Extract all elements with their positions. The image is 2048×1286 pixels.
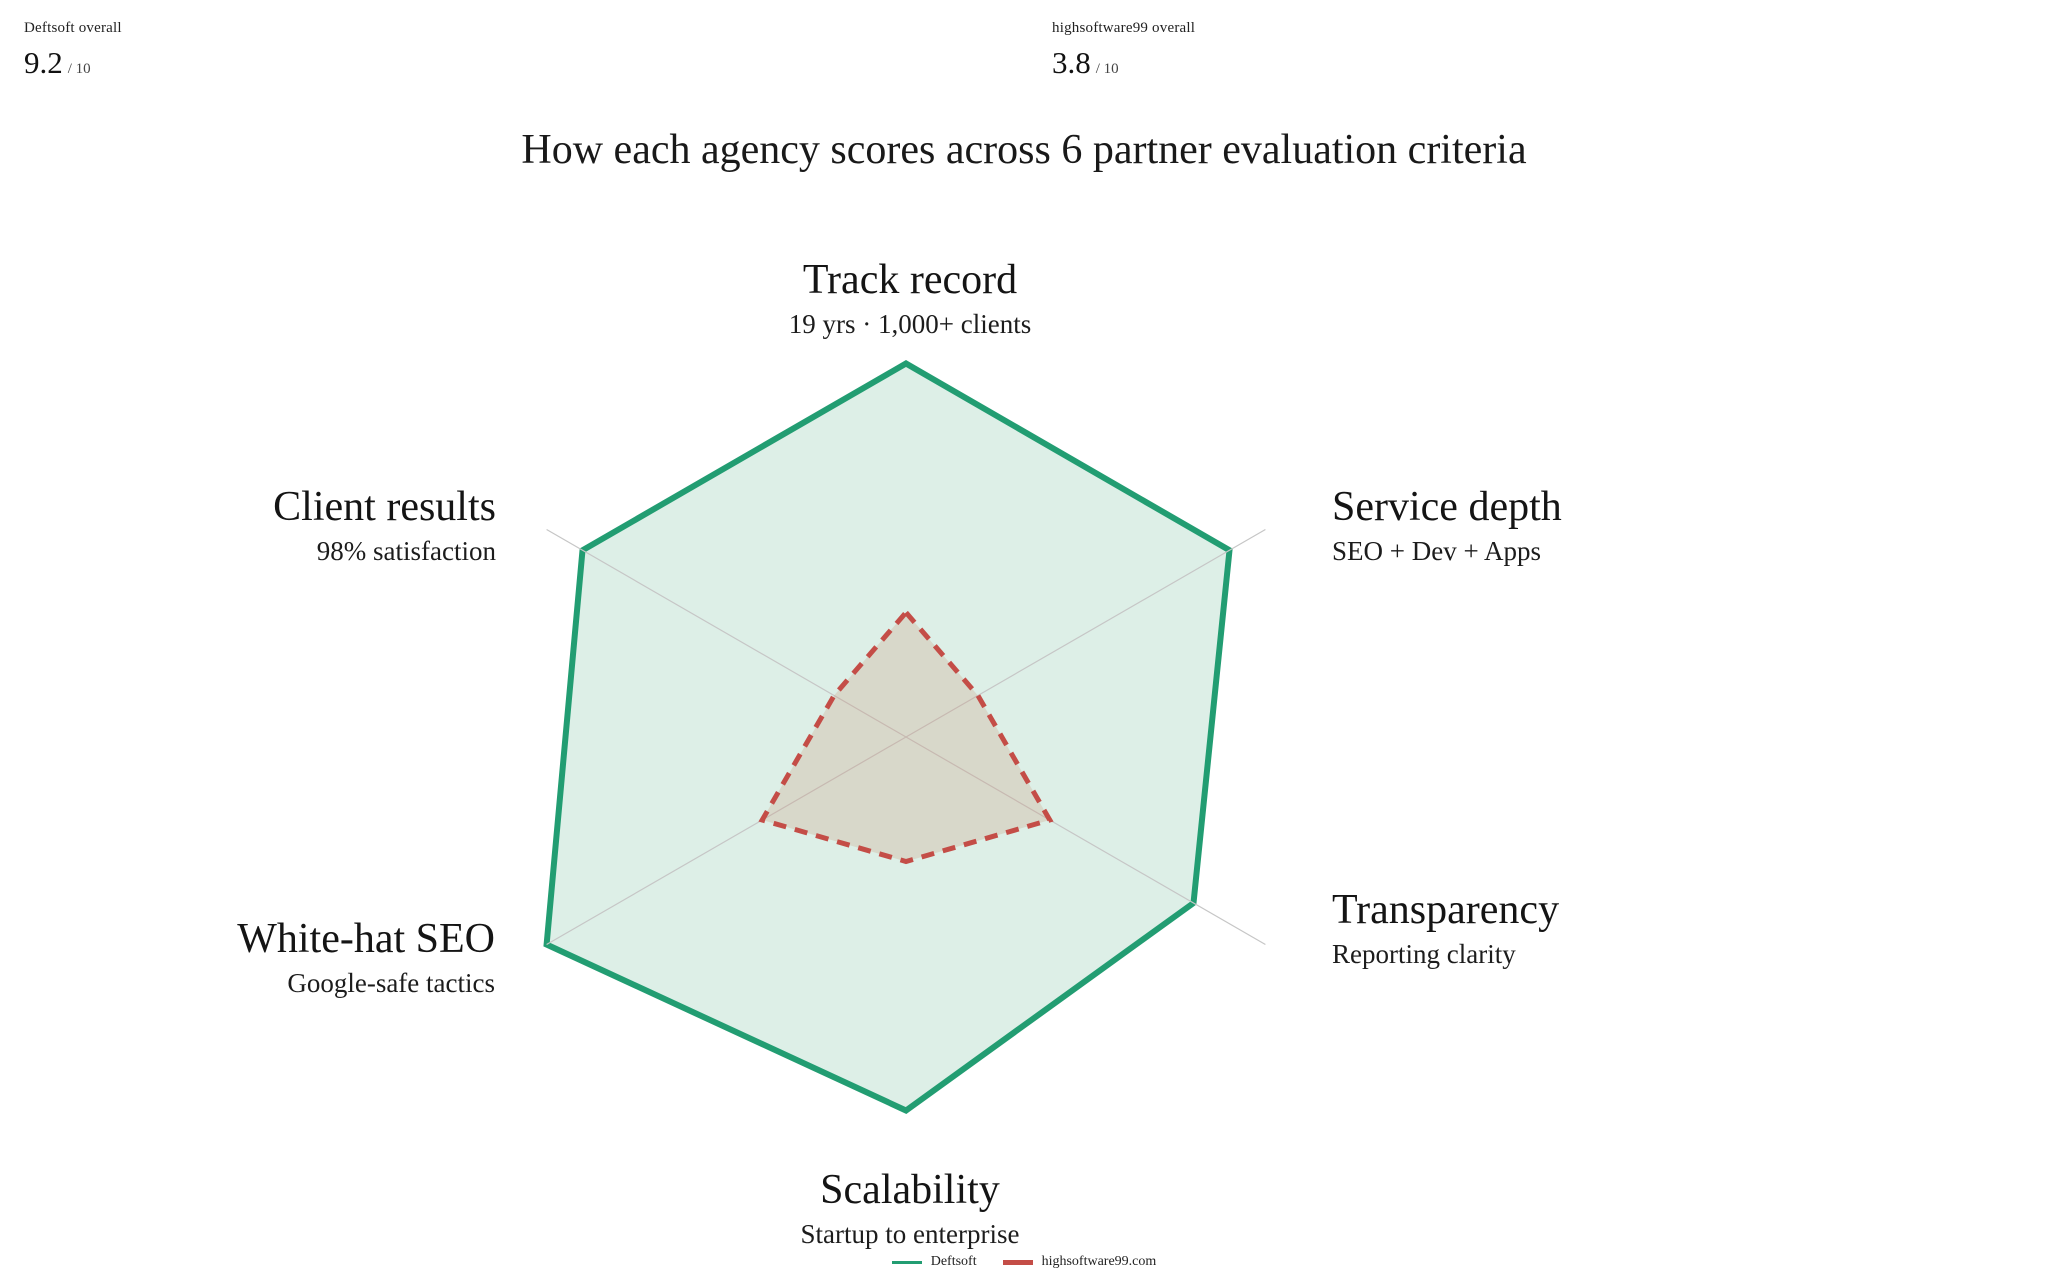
stat-label: highsoftware99 overall [1052,20,1196,36]
axis-label-scalability: Scalability Startup to enterprise [801,1168,1020,1250]
legend-line-swatch-green [891,1260,922,1264]
stat-value-row: 3.8/ 10 [1052,45,1195,81]
radar-spoke [546,528,907,738]
legend-line-swatch-red [1002,1259,1033,1265]
axis-label-client-results: Client results 98% satisfaction [273,485,496,567]
axis-label-track-record: Track record 19 yrs · 1,000+ clients [789,258,1031,340]
axis-sublabel: 19 yrs · 1,000+ clients [788,308,1032,339]
axis-label-service-depth: Service depth SEO + Dev + Apps [1332,485,1562,567]
stat-value: 9.2 [24,45,63,80]
stat-value: 3.8 [1052,45,1091,80]
axis-sublabel: SEO + Dev + Apps [1332,535,1541,566]
stat-highsoftware99-overall: highsoftware99 overall 3.8/ 10 [1052,20,1195,81]
legend-label: Deftsoft [930,1254,977,1269]
axis-title: Client results [273,484,496,530]
legend-item-deftsoft: Deftsoft [891,1254,977,1270]
legend-label: highsoftware99.com [1041,1254,1157,1269]
axis-sublabel: 98% satisfaction [316,535,496,566]
axis-sublabel: Startup to enterprise [800,1218,1020,1249]
stat-label: Deftsoft overall [24,20,122,36]
legend: Deftsoft highsoftware99.com [0,1254,2048,1270]
axis-label-white-hat-seo: White-hat SEO Google-safe tactics [237,917,495,999]
axis-sublabel: Google-safe tactics [287,967,495,998]
stat-suffix: / 10 [67,61,91,77]
chart-title: How each agency scores across 6 partner … [521,127,1527,173]
axis-title: White-hat SEO [237,916,495,962]
axis-sublabel: Reporting clarity [1332,938,1516,969]
radar-spoke [905,528,1266,738]
stat-suffix: / 10 [1095,61,1119,77]
axis-title: Track record [802,257,1018,303]
stat-value-row: 9.2/ 10 [24,45,122,81]
series-polygon-highsoftware99-com [758,608,1054,865]
axis-title: Scalability [820,1167,1000,1213]
axis-title: Transparency [1332,887,1560,933]
radar-spoke [905,736,1266,946]
axis-title: Service depth [1332,484,1562,530]
axis-label-transparency: Transparency Reporting clarity [1332,888,1559,970]
radar-spoke [546,736,907,946]
legend-item-highsoftware99: highsoftware99.com [1002,1254,1157,1270]
stat-deftsoft-overall: Deftsoft overall 9.2/ 10 [24,20,122,81]
